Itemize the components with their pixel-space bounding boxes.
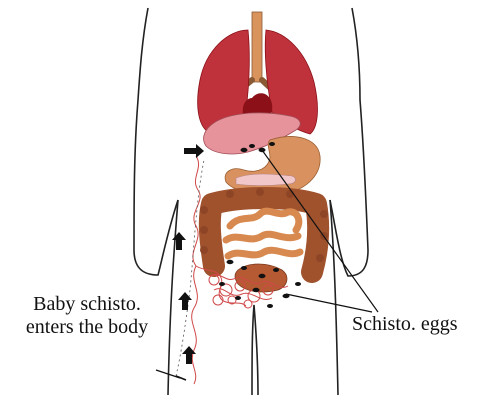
entry-label-line2: enters the body [12, 316, 162, 339]
egg [253, 288, 260, 292]
egg [295, 282, 301, 286]
egg [241, 148, 248, 152]
entry-label-line1: Baby schisto. [12, 293, 162, 316]
small-intestine [226, 211, 300, 256]
flow-arrows [172, 144, 204, 364]
entry-point-icon [176, 376, 186, 380]
egg [241, 266, 247, 270]
egg [249, 144, 255, 148]
egg [267, 304, 273, 308]
egg [269, 142, 275, 146]
egg [219, 282, 225, 286]
egg [227, 260, 234, 264]
arrow-up-icon [178, 292, 192, 310]
arrow-up-icon [182, 346, 196, 364]
eggs-label: Schisto. eggs [352, 313, 458, 336]
arrow-right-icon [184, 144, 204, 158]
egg [259, 274, 266, 278]
egg [273, 268, 279, 272]
egg [235, 296, 241, 300]
entry-label: Baby schisto. enters the body [12, 293, 162, 339]
